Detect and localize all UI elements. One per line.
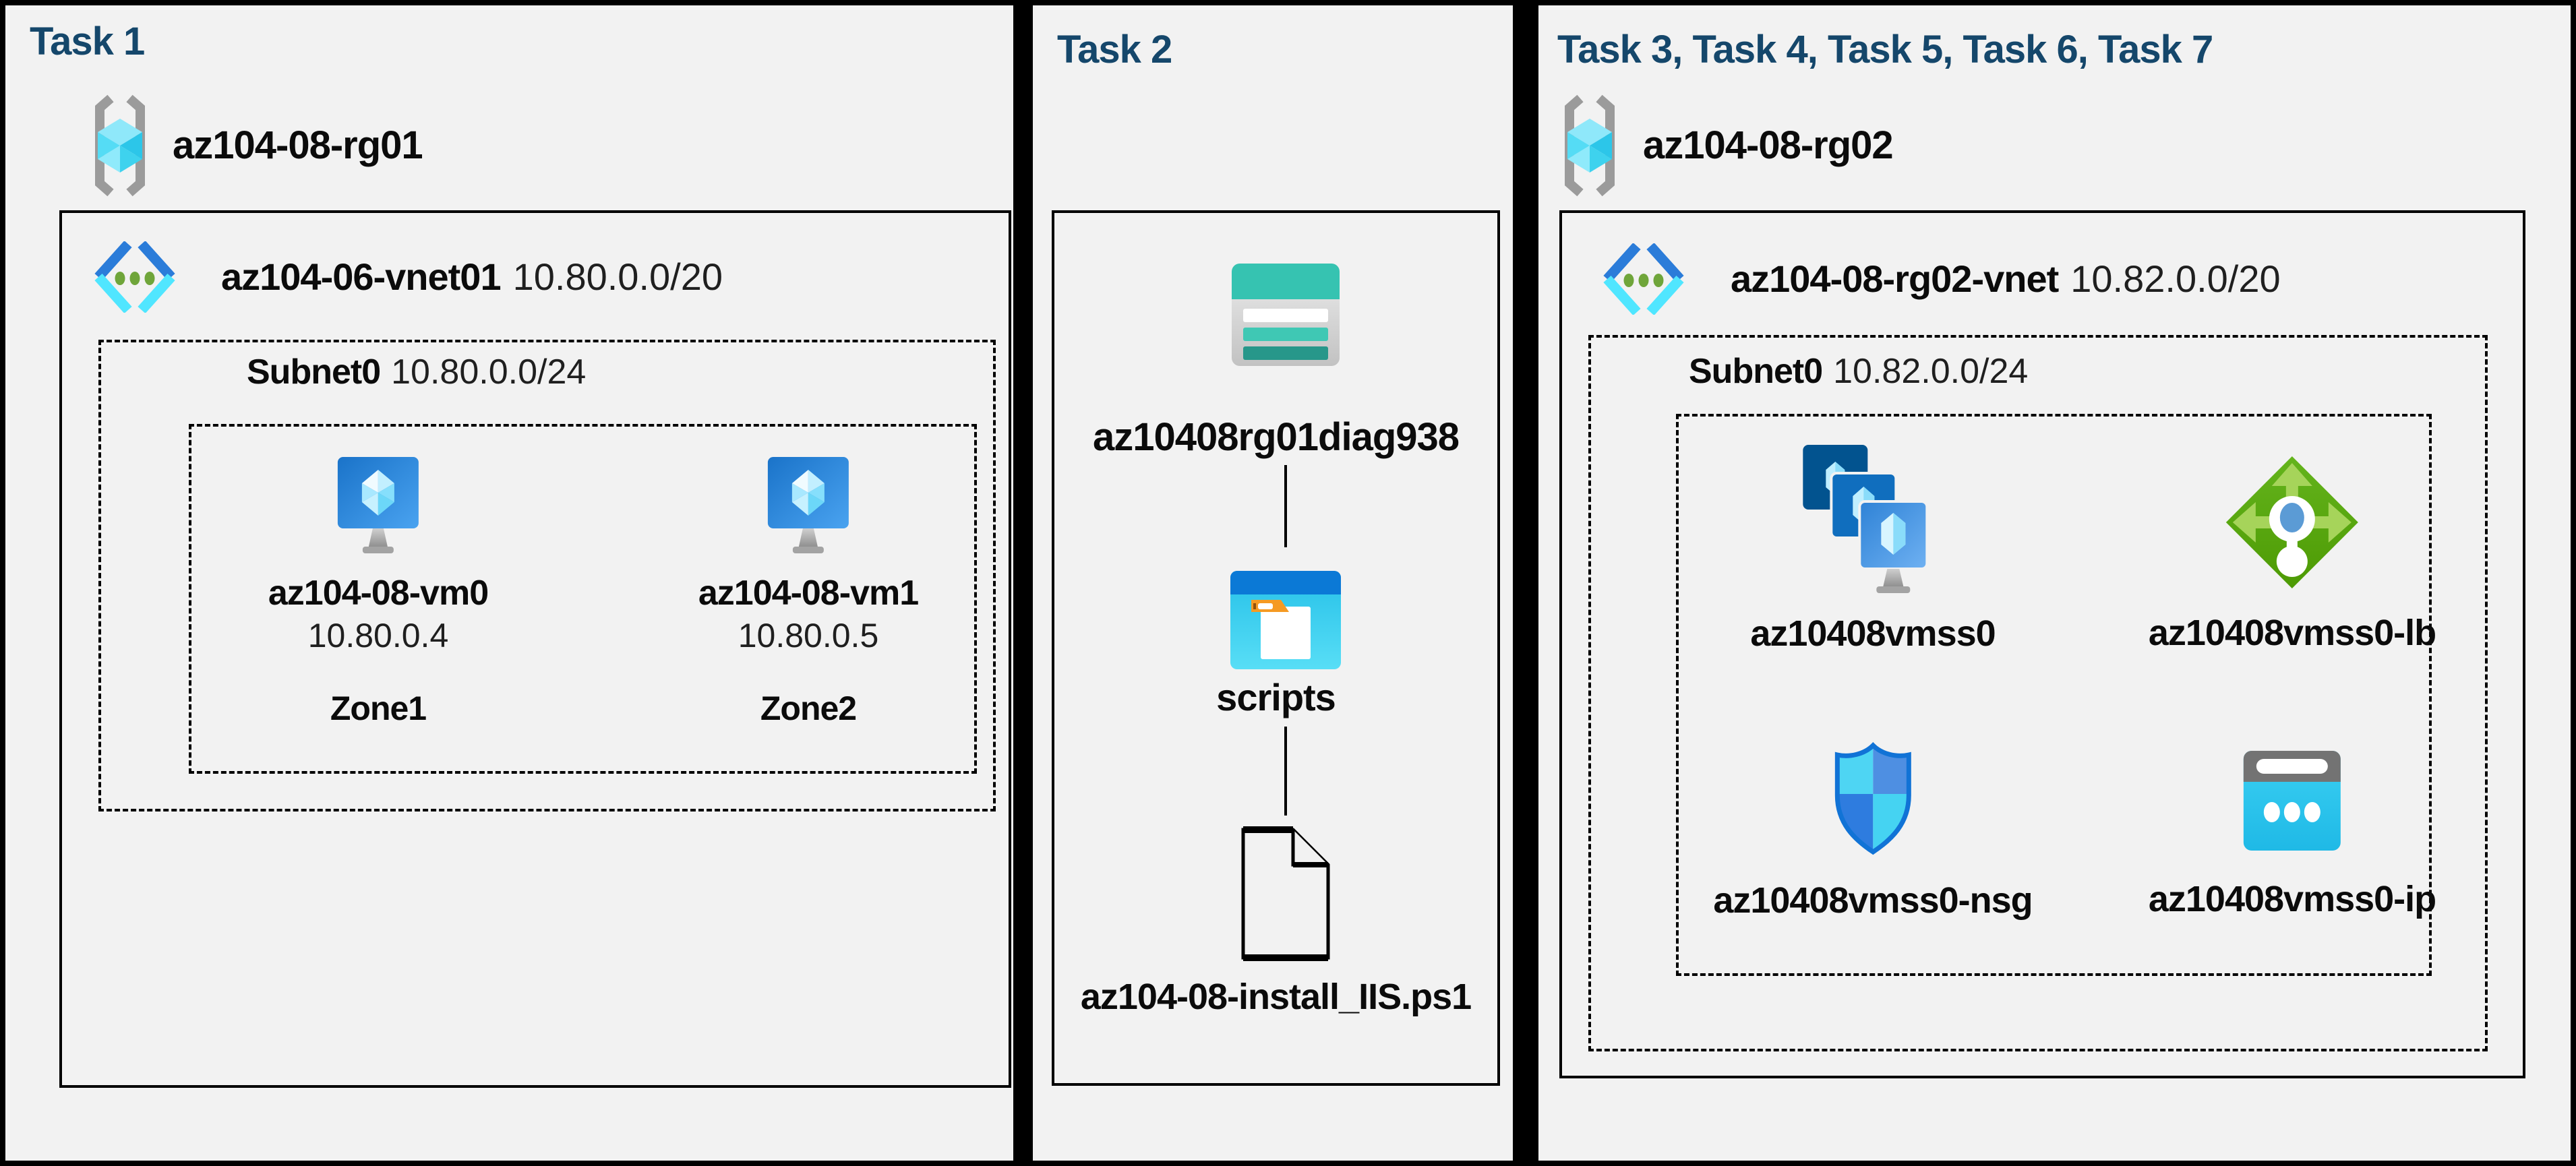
resource-group-icon (1565, 94, 1615, 197)
nsg-cell: az10408vmss0-nsg (1713, 741, 2033, 921)
panel-task2: Task 2 az10408rg01diag938 (1033, 5, 1513, 1161)
resource-name: az10408vmss0-nsg (1713, 880, 2033, 921)
resource-name: az10408vmss0-lb (2148, 613, 2436, 653)
storage-boundary-box: az10408rg01diag938 scripts (1052, 210, 1500, 1086)
subnet-cidr: 10.82.0.0/24 (1833, 352, 2029, 391)
vnet-label: az104-08-rg02-vnet 10.82.0.0/20 (1731, 243, 2281, 315)
load-balancer-cell: az10408vmss0-lb (2149, 454, 2436, 654)
vmss-icon (1803, 445, 1928, 593)
public-ip-icon (2244, 751, 2341, 851)
vm-zone: Zone2 (760, 689, 857, 727)
resource-group-name: az104-08-rg02 (1643, 123, 1894, 167)
task1-title: Task 1 (30, 20, 145, 63)
vnet-icon (1603, 243, 1684, 315)
panel-tasks3-7: Task 3, Task 4, Task 5, Task 6, Task 7 a… (1538, 5, 2571, 1161)
nsg-shield-icon (1834, 742, 1911, 855)
subnet-label: Subnet0 10.82.0.0/24 (1689, 347, 2028, 396)
vm-zone: Zone1 (330, 689, 427, 727)
subnet-name: Subnet0 (1689, 352, 1823, 391)
resource-name: az10408vmss0 (1750, 613, 1996, 654)
vnet-name: az104-06-vnet01 (221, 255, 502, 298)
tasks3-7-title: Task 3, Task 4, Task 5, Task 6, Task 7 (1557, 28, 2213, 71)
subnet-cidr: 10.80.0.0/24 (391, 352, 587, 392)
vnet-icon (94, 241, 175, 313)
vm-name: az104-08-vm0 (268, 574, 489, 613)
task2-title: Task 2 (1057, 28, 1172, 71)
script-file-name: az104-08-install_IIS.ps1 (1080, 977, 1472, 1017)
connector-line (1284, 727, 1287, 816)
vnet-cidr: 10.82.0.0/20 (2070, 257, 2281, 300)
resource-name: az10408vmss0-ip (2148, 879, 2436, 919)
subnet0-dashed-box: Subnet0 10.82.0.0/24 (1588, 335, 2488, 1051)
resources-dashed-box: az10408vmss0 (1676, 414, 2436, 976)
container-name: scripts (1216, 676, 1336, 718)
vm-ip: 10.80.0.5 (738, 617, 879, 654)
vm-ip: 10.80.0.4 (307, 617, 449, 654)
vm-group-dashed-box: az104-08-vm0 10.80.0.4 Zone1 (189, 424, 977, 774)
subnet-name: Subnet0 (247, 352, 381, 392)
vm-icon (337, 457, 419, 553)
vm0-cell: az104-08-vm0 10.80.0.4 Zone1 (268, 455, 489, 728)
load-balancer-icon (2226, 456, 2358, 588)
file-icon (1241, 826, 1330, 961)
rg02-boundary-box: az104-08-rg02-vnet 10.82.0.0/20 Subnet0 10… (1559, 210, 2525, 1078)
vmss-cell: az10408vmss0 (1750, 443, 1996, 654)
connector-line (1284, 465, 1287, 547)
public-ip-cell: az10408vmss0-ip (2149, 747, 2436, 920)
blob-container-icon (1230, 571, 1341, 669)
resource-group-icon (95, 94, 145, 197)
resource-group-name: az104-08-rg01 (173, 123, 423, 167)
storage-account-name: az10408rg01diag938 (1092, 415, 1460, 459)
vnet-cidr: 10.80.0.0/20 (512, 255, 723, 298)
vm-icon (767, 457, 849, 553)
vm1-cell: az104-08-vm1 10.80.0.5 Zone2 (698, 455, 919, 728)
storage-account-icon (1232, 264, 1340, 366)
vm-name: az104-08-vm1 (698, 574, 919, 613)
vnet-name: az104-08-rg02-vnet (1731, 257, 2059, 300)
